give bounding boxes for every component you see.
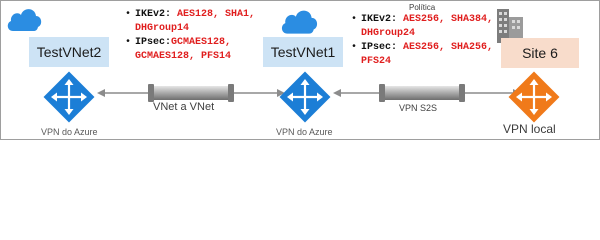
right-ipsec-line2: PFS24 — [361, 56, 392, 67]
left-ike-line1: AES128, SHA1, — [177, 9, 256, 20]
site6-building-icon — [497, 9, 523, 43]
right-ipsec-line1: AES256, SHA256, — [403, 42, 494, 53]
right-policy-block: •IKEv2: AES256, SHA384, DHGroup24 •IPsec… — [351, 14, 494, 67]
vnet2-cloud-icon — [7, 9, 42, 31]
right-ike-line1: AES256, SHA384, — [403, 14, 494, 25]
vnet1-caption: VPN do Azure — [276, 127, 333, 137]
left-ipsec-key: IPsec: — [135, 37, 172, 48]
vnet1-vpn-gateway-icon — [279, 71, 331, 123]
diagram-frame: TestVNet2 VPN do Azure — [0, 0, 600, 140]
s2s-label: VPN S2S — [399, 103, 438, 113]
site6-vpn-gateway-icon — [508, 71, 560, 123]
policy-title: Política — [409, 3, 436, 12]
site6-box: Site 6 — [501, 38, 579, 68]
left-ipsec-line2: GCMAES128, PFS14 — [135, 51, 232, 62]
vnet2-label: TestVNet2 — [36, 44, 102, 60]
vnet1-box: TestVNet1 — [263, 37, 343, 67]
left-ike-key: IKEv2: — [135, 9, 172, 20]
vnet2-box: TestVNet2 — [29, 37, 109, 67]
s2s-pipe-connector-icon — [379, 84, 465, 102]
right-ike-line2: DHGroup24 — [361, 28, 416, 39]
site6-label: Site 6 — [522, 45, 558, 61]
right-ipsec-key: IPsec: — [361, 42, 398, 53]
vnet-to-vnet-pipe-connector-icon — [148, 84, 234, 102]
site6-caption: VPN local — [503, 122, 556, 136]
left-ike-line2: DHGroup14 — [135, 23, 190, 34]
vnet1-cloud-icon — [281, 10, 318, 34]
right-ike-key: IKEv2: — [361, 14, 398, 25]
vnet2-vpn-gateway-icon — [43, 71, 95, 123]
left-policy-block: •IKEv2: AES128, SHA1, DHGroup14 •IPsec:G… — [125, 9, 256, 62]
vnet2-caption: VPN do Azure — [41, 127, 98, 137]
vnet-to-vnet-label: VNet a VNet — [153, 101, 215, 113]
vnet1-label: TestVNet1 — [270, 44, 336, 60]
left-ipsec-line1: GCMAES128, — [171, 37, 232, 48]
